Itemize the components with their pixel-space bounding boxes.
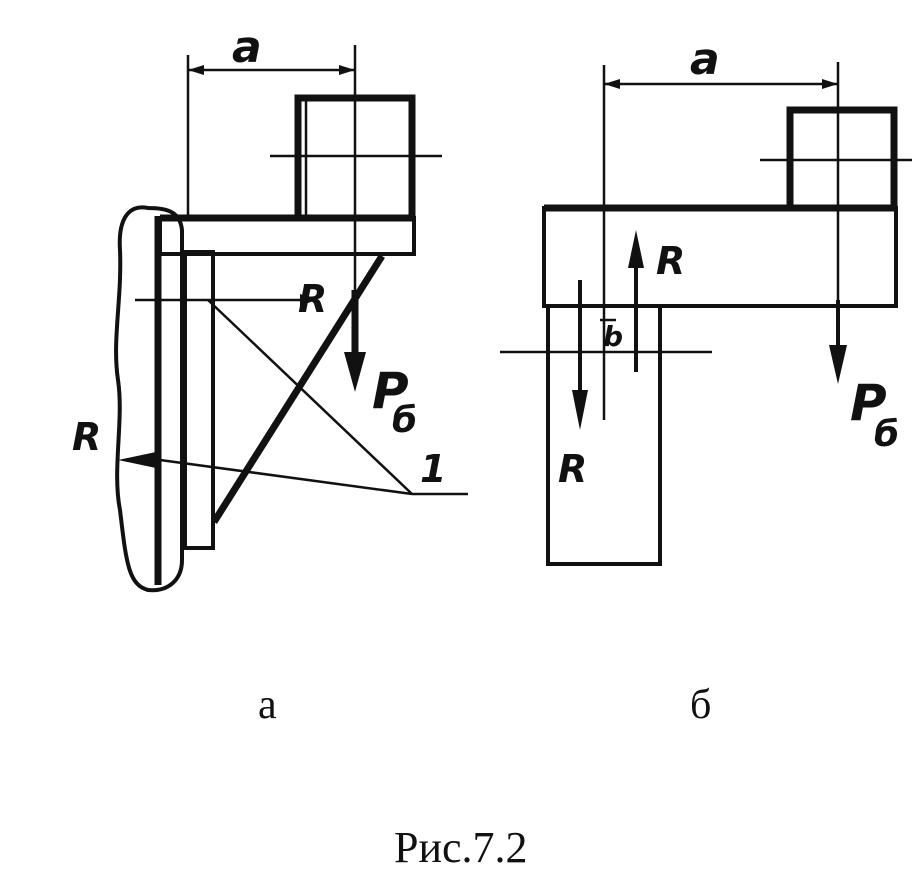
b-dim-arrow-right: [822, 79, 838, 89]
b-r-up-arrowhead: [628, 230, 644, 268]
b-r-down-arrowhead: [572, 390, 588, 430]
panel-b-sublabel: б: [690, 682, 711, 728]
load-label-sub: б: [392, 400, 417, 441]
r-left-arrowhead: [118, 452, 156, 468]
load-label-main: P: [372, 362, 409, 420]
load-arrowhead: [344, 352, 366, 392]
r-left-label: R: [72, 415, 101, 459]
bracket-upright: [183, 250, 215, 550]
cross-line: [207, 299, 413, 495]
panel-a-sublabel: а: [258, 682, 277, 728]
b-load-label-sub: б: [874, 414, 899, 455]
b-beam: [542, 206, 898, 308]
b-load-label-main: P: [850, 374, 887, 432]
figure-caption: Рис.7.2: [394, 823, 528, 872]
b-dim-a-label: a: [690, 34, 720, 85]
panel-b-diagram: a R R b P б: [500, 34, 912, 566]
b-r-up-label: R: [656, 239, 685, 283]
b-dim-arrow-left: [604, 79, 620, 89]
b-gap-label: b: [603, 320, 623, 353]
panel-a-diagram: a R R P б 1: [72, 22, 468, 593]
r-top-arrowhead: [300, 294, 316, 306]
bracket-beam: [158, 216, 416, 256]
leader-line-lower: [159, 458, 413, 496]
b-load-arrowhead: [829, 345, 847, 384]
dim-a-label: a: [232, 22, 262, 73]
wall-outline: [114, 205, 184, 593]
r-top-label: R: [298, 277, 327, 321]
b-r-down-label: R: [558, 447, 587, 491]
dim-a-arrow-left: [188, 65, 204, 75]
leader-number-label: 1: [420, 447, 446, 491]
dim-a-arrow-right: [339, 65, 355, 75]
